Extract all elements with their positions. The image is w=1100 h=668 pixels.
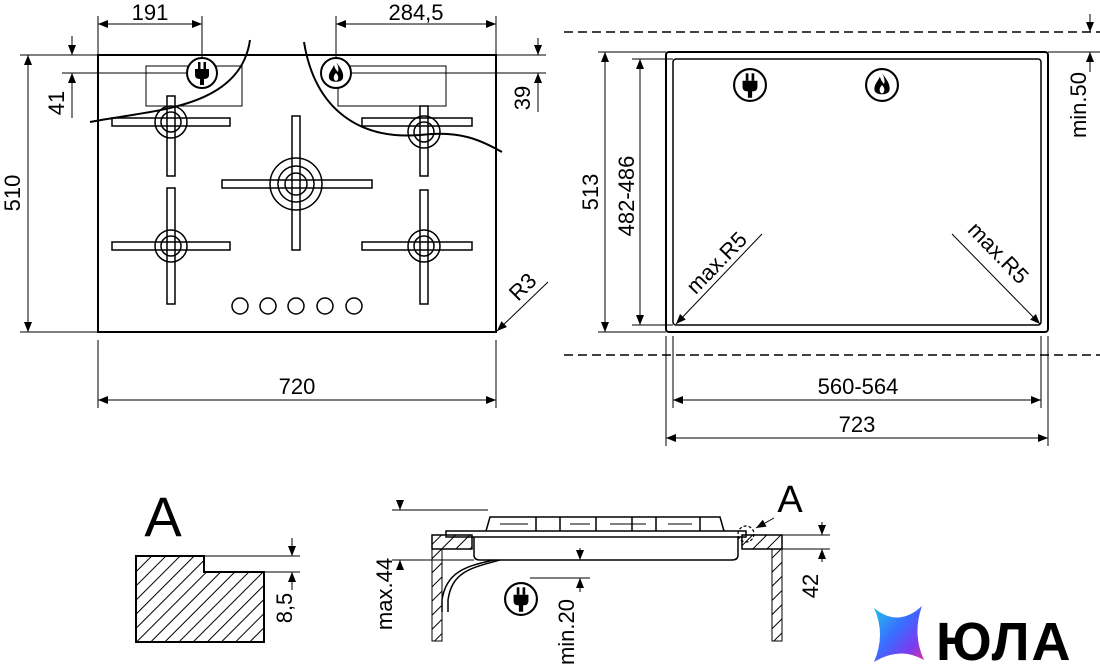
plug-icon [504,582,538,616]
burner-top-left [111,95,231,177]
dim-cutout-height-513: 513 [578,174,603,211]
logo-mark-icon [874,606,924,662]
gas-zone [337,65,447,107]
dim-gas-offset-284: 284,5 [388,0,443,25]
cabinet-wall-left [431,548,443,642]
brand-logo: ЮЛА [874,606,1073,668]
dim-min-20: min.20 [554,599,579,665]
dim-height-510: 510 [0,175,25,212]
dim-cutout-outer-width: 723 [839,412,876,437]
burner-center [221,115,373,251]
dim-plug-offset-191: 191 [132,0,169,25]
detail-marker [737,525,755,543]
detail-section [135,555,265,643]
dim-radius-right: max.R5 [963,217,1034,289]
dim-cutout-inner-height: 482-486 [614,156,639,237]
hob-plate [445,530,747,538]
plug-icon [733,68,767,102]
burner-bottom-right [361,189,473,305]
gas-flame-icon [865,68,899,102]
burner-bottom-left [111,187,231,305]
section-detail-ref: A [777,479,803,521]
dim-plug-vertical-41: 41 [44,91,69,115]
cutout-dimensions [598,14,1100,446]
dim-cutout-inner-width: 560-564 [818,374,899,399]
dim-step-8-5: 8,5 [272,593,297,624]
control-knobs [231,297,363,315]
cut-curve-left [89,39,251,123]
gas-flame-icon [320,57,352,89]
hob-top-view [89,39,503,333]
cutout-view [564,31,1100,356]
cutout-outer [665,51,1049,333]
dim-width-720: 720 [279,374,316,399]
cutout-inner [672,58,1042,326]
detail-letter: A [144,485,182,548]
section-dimensions [392,500,830,592]
cabinet-wall-right [771,548,783,642]
cut-curve-right [303,41,503,153]
dim-min-clearance-50: min.50 [1066,72,1091,138]
power-cable [447,559,501,612]
hob-body [473,537,739,561]
section-view [431,516,783,642]
dim-radius-left: max.R5 [681,227,752,299]
dim-gas-vertical-39: 39 [510,86,535,110]
dim-depth-42: 42 [798,574,823,598]
burner-top-right [361,105,473,177]
detail-dimensions [204,538,300,590]
hob-outline [97,54,497,333]
logo-text: ЮЛА [936,612,1073,668]
dim-radius-r3: R3 [504,268,542,306]
dim-max-44: max.44 [372,558,397,630]
top-view-dimensions [20,16,549,408]
worktop-left [431,534,473,550]
plug-icon [186,57,218,89]
